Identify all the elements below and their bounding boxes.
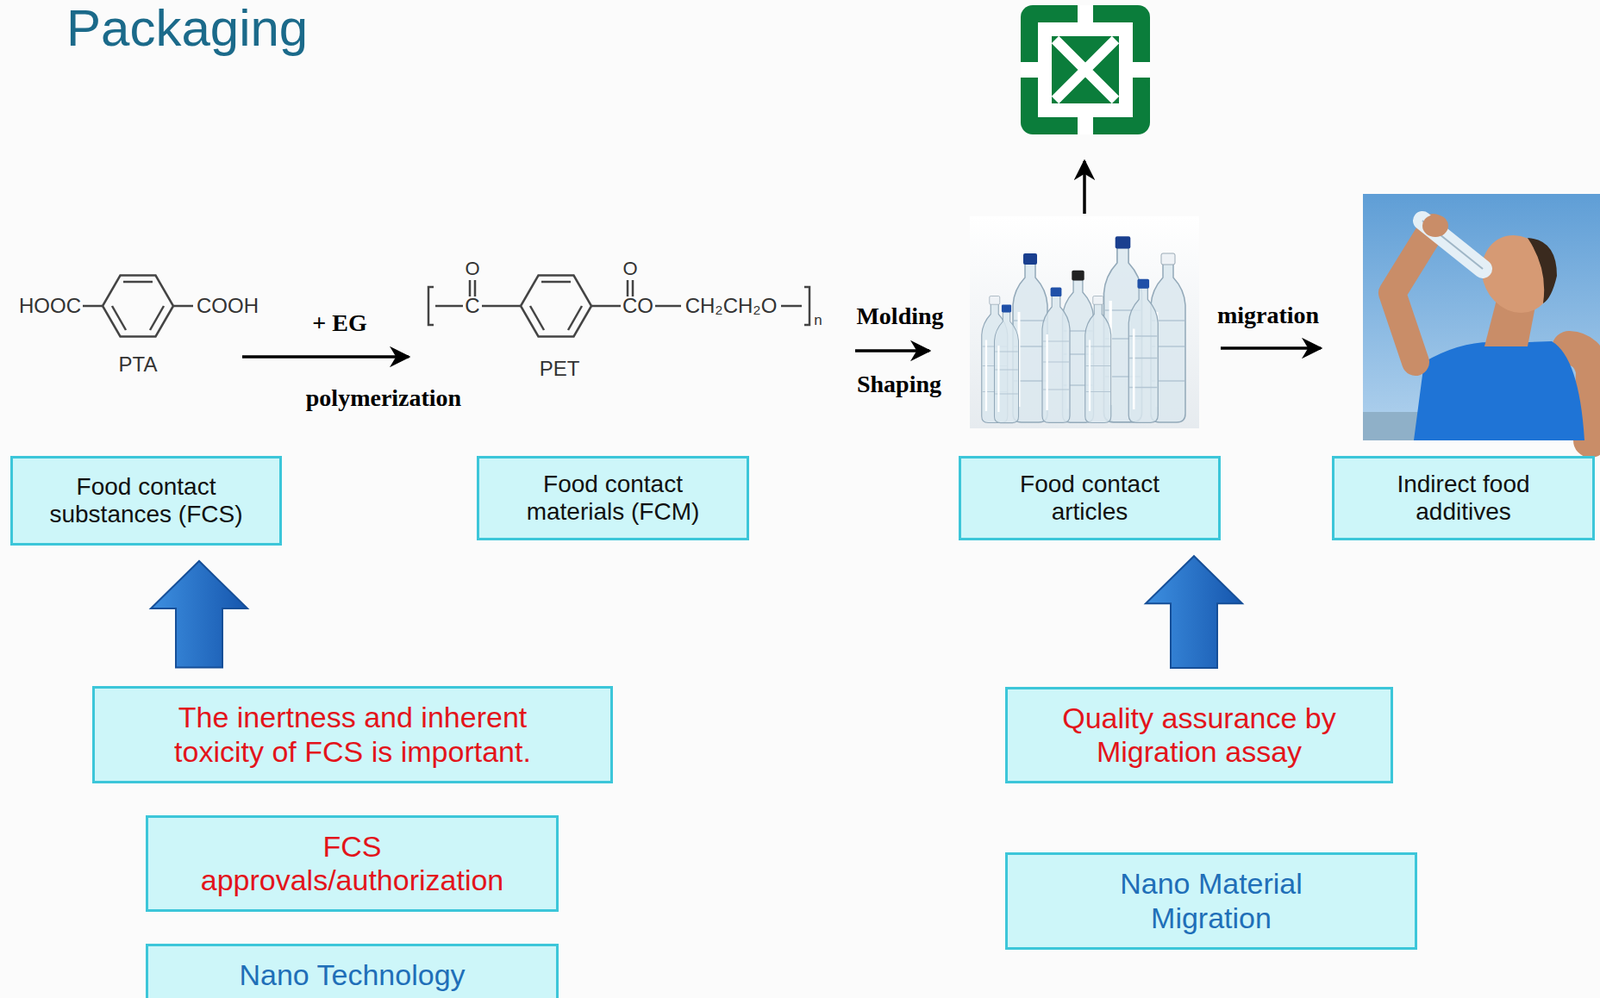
chemical-label: CH₂CH₂O [685,294,778,318]
block-arrow [1145,556,1243,669]
chemical-label: O [464,258,480,280]
box-text: Quality assurance by Migration assay [1035,701,1363,769]
box-text: The inertness and inherent toxicity of F… [154,700,551,769]
chemical-label: COOH [196,294,259,318]
process-label: migration [1217,302,1319,330]
chemical-label: HOOC [18,294,82,318]
chemical-label: CO [622,294,654,318]
process-label: Molding [856,303,944,331]
block-arrow [150,561,248,668]
process-label: Shaping [856,371,942,399]
topic-box: Nano Technology [145,943,559,998]
category-box: Indirect food additives [1331,456,1595,541]
key-point-box: FCS approvals/authorization [145,815,559,913]
box-text: Food contact materials (FCM) [509,470,717,526]
page-title: Packaging [66,0,308,57]
chemical-label: C [464,294,480,318]
box-text: Indirect food additives [1377,470,1550,526]
box-text: Food contact articles [1003,470,1176,526]
box-text: Food contact substances (FCS) [34,473,259,529]
recycle-symbol [1020,5,1150,135]
chemical-label: PTA [118,353,158,376]
key-point-box: Quality assurance by Migration assay [1005,687,1394,784]
key-point-box: The inertness and inherent toxicity of F… [92,686,613,783]
chemical-label: PET [539,357,581,381]
process-label: polymerization [306,385,462,413]
category-box: Food contact substances (FCS) [10,456,282,546]
man-drinking-photo [1362,193,1600,441]
process-label: + EG [312,310,367,338]
pet-structure [428,275,810,338]
pta-structure [82,275,194,338]
box-text: Nano Material Migration [1081,867,1341,935]
chemical-label: n [813,312,822,330]
box-text: FCS approvals/authorization [180,830,525,898]
chemical-label: O [622,258,638,280]
topic-box: Nano Material Migration [1005,852,1418,950]
category-box: Food contact articles [958,456,1221,541]
category-box: Food contact materials (FCM) [476,456,750,541]
bottles-photo [969,216,1200,429]
box-text: Nano Technology [238,958,465,993]
